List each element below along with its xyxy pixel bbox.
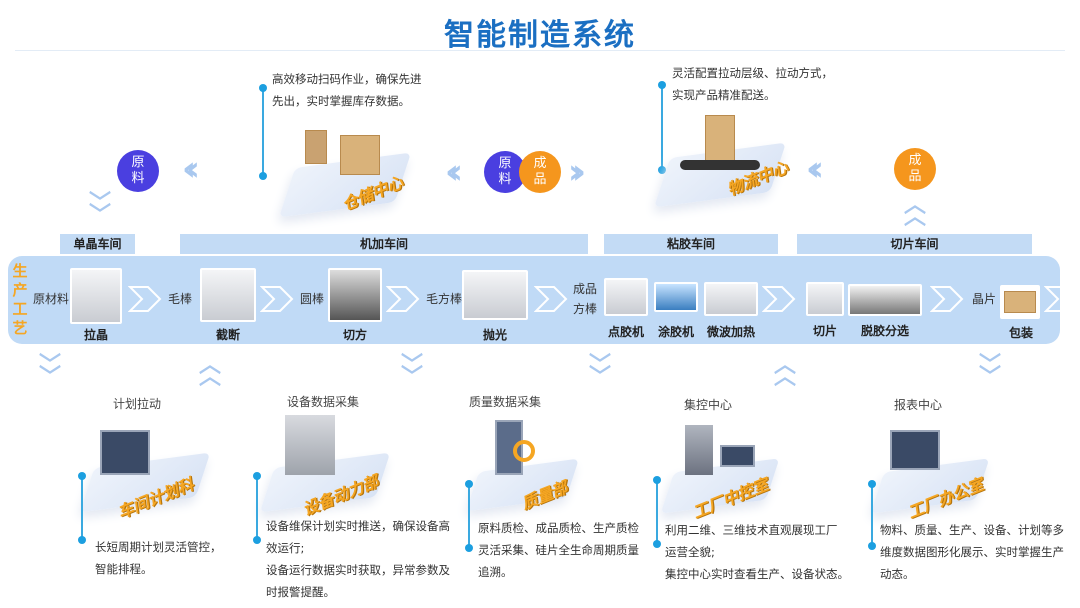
connector-line xyxy=(81,476,83,540)
section-title-quality: 质量数据采集 xyxy=(468,395,541,409)
workshop-gluing: 粘胶车间 xyxy=(604,234,778,254)
equipment-illustration: 设备动力部 xyxy=(255,410,395,520)
material-wafer: 晶片 xyxy=(972,292,997,306)
section-title-control: 集控中心 xyxy=(683,398,732,412)
connector-line xyxy=(262,88,264,176)
chevron-left-icon: ‹‹ xyxy=(445,152,463,192)
chevron-right-icon xyxy=(1044,286,1078,312)
quality-illustration: 质量部 xyxy=(465,410,580,520)
connector-dot xyxy=(253,472,261,480)
machine-image xyxy=(200,268,256,322)
workshop-monocrystal: 单晶车间 xyxy=(60,234,135,254)
section-title-report: 报表中心 xyxy=(893,398,942,412)
material-rough-square-rod: 毛方棒 xyxy=(426,292,463,306)
chevron-down-icon: ﹀﹀ xyxy=(978,353,1001,390)
machine-image xyxy=(70,268,122,324)
connector-dot xyxy=(658,166,666,174)
quality-desc: 原料质检、成品质检、生产质检灵活采集、硅片全生命周期质量追溯。 xyxy=(478,521,639,579)
machine-label: 抛光 xyxy=(482,328,507,342)
machine-label: 切方 xyxy=(342,328,367,342)
connector-dot xyxy=(465,544,473,552)
material-round-rod: 圆棒 xyxy=(300,292,325,306)
connector-line xyxy=(656,480,658,544)
connector-line xyxy=(871,484,873,546)
material-raw: 原材料 xyxy=(33,292,70,306)
chevron-up-icon: ︿︿ xyxy=(198,353,221,390)
chevron-right-icon xyxy=(534,286,568,312)
connector-dot xyxy=(868,542,876,550)
machine-label: 包装 xyxy=(1008,326,1033,340)
connector-dot xyxy=(653,540,661,548)
process-side-label: 生产工艺 xyxy=(12,262,28,337)
machine-label: 点胶机 xyxy=(607,325,644,339)
machine-label: 脱胶分选 xyxy=(860,324,909,338)
raw-material-circle: 原料 xyxy=(117,150,159,192)
chevron-down-icon: ﹀﹀ xyxy=(38,353,61,390)
machine-label: 拉晶 xyxy=(83,328,108,342)
connector-dot xyxy=(465,480,473,488)
machine-image xyxy=(604,278,648,316)
chevron-right-icon xyxy=(930,286,964,312)
chevron-down-icon: ﹀﹀ xyxy=(588,353,611,390)
section-title-equipment: 设备数据采集 xyxy=(286,395,359,409)
machine-label: 切片 xyxy=(812,324,837,338)
finished-product-circle: 成品 xyxy=(519,151,561,193)
logistics-desc: 灵活配置拉动层级、拉动方式，实现产品精准配送。 xyxy=(672,66,833,102)
machine-image xyxy=(848,284,922,316)
chevron-up-icon: ︿︿ xyxy=(773,353,796,390)
finished-product-circle: 成品 xyxy=(894,148,936,190)
workshop-machining: 机加车间 xyxy=(180,234,588,254)
report-desc: 物料、质量、生产、设备、计划等多维度数据图形化展示、实时掌握生产动态。 xyxy=(880,523,1064,581)
machine-image xyxy=(462,270,528,320)
connector-dot xyxy=(658,81,666,89)
plan-desc: 长短周期计划灵活管控，智能排程。 xyxy=(95,540,222,576)
control-illustration: 工厂中控室 xyxy=(655,415,785,525)
divider xyxy=(15,50,1065,51)
machine-label: 微波加热 xyxy=(706,325,755,339)
connector-dot xyxy=(78,472,86,480)
package-box-image xyxy=(1000,285,1040,319)
control-desc: 利用二维、三维技术直观展现工厂运营全貌;集控中心实时查看生产、设备状态。 xyxy=(665,523,849,581)
page-title: 智能制造系统 xyxy=(444,18,636,53)
chevron-right-icon xyxy=(386,286,420,312)
machine-image xyxy=(704,282,758,316)
connector-line xyxy=(468,484,470,548)
connector-line xyxy=(256,476,258,540)
warehouse-desc: 高效移动扫码作业，确保先进先出，实时掌握库存数据。 xyxy=(272,72,422,108)
logistics-illustration: 物流中心 xyxy=(650,105,795,215)
material-rough-rod: 毛棒 xyxy=(168,292,193,306)
chevron-right-icon: ›› xyxy=(568,152,586,192)
connector-dot xyxy=(253,536,261,544)
machine-image xyxy=(806,282,844,316)
plan-illustration: 车间计划科 xyxy=(79,415,211,525)
equipment-desc: 设备维保计划实时推送，确保设备高效运行;设备运行数据实时获取，异常参数及时报警提… xyxy=(266,519,450,599)
connector-dot xyxy=(868,480,876,488)
chevron-right-icon xyxy=(762,286,796,312)
connector-dot xyxy=(653,476,661,484)
machine-label: 截断 xyxy=(215,328,240,342)
chevron-left-icon: ‹‹ xyxy=(182,149,200,189)
warehouse-illustration: 仓储中心 xyxy=(270,120,420,220)
report-illustration: 工厂办公室 xyxy=(870,415,1000,525)
connector-line xyxy=(661,85,663,170)
material-finished-square-rod: 成品方棒 xyxy=(573,282,598,316)
machine-image xyxy=(328,268,382,322)
machine-label: 涂胶机 xyxy=(657,325,694,339)
chevron-right-icon xyxy=(128,286,162,312)
connector-dot xyxy=(259,84,267,92)
chevron-down-icon: ﹀﹀ xyxy=(400,353,423,390)
chevron-up-icon: ︿︿ xyxy=(903,193,926,230)
machine-image xyxy=(654,282,698,312)
section-title-plan: 计划拉动 xyxy=(112,397,161,411)
chevron-down-icon: ﹀﹀ xyxy=(88,191,111,228)
chevron-left-icon: ‹‹ xyxy=(806,149,824,189)
connector-dot xyxy=(78,536,86,544)
chevron-right-icon xyxy=(260,286,294,312)
connector-dot xyxy=(259,172,267,180)
workshop-slicing: 切片车间 xyxy=(797,234,1032,254)
